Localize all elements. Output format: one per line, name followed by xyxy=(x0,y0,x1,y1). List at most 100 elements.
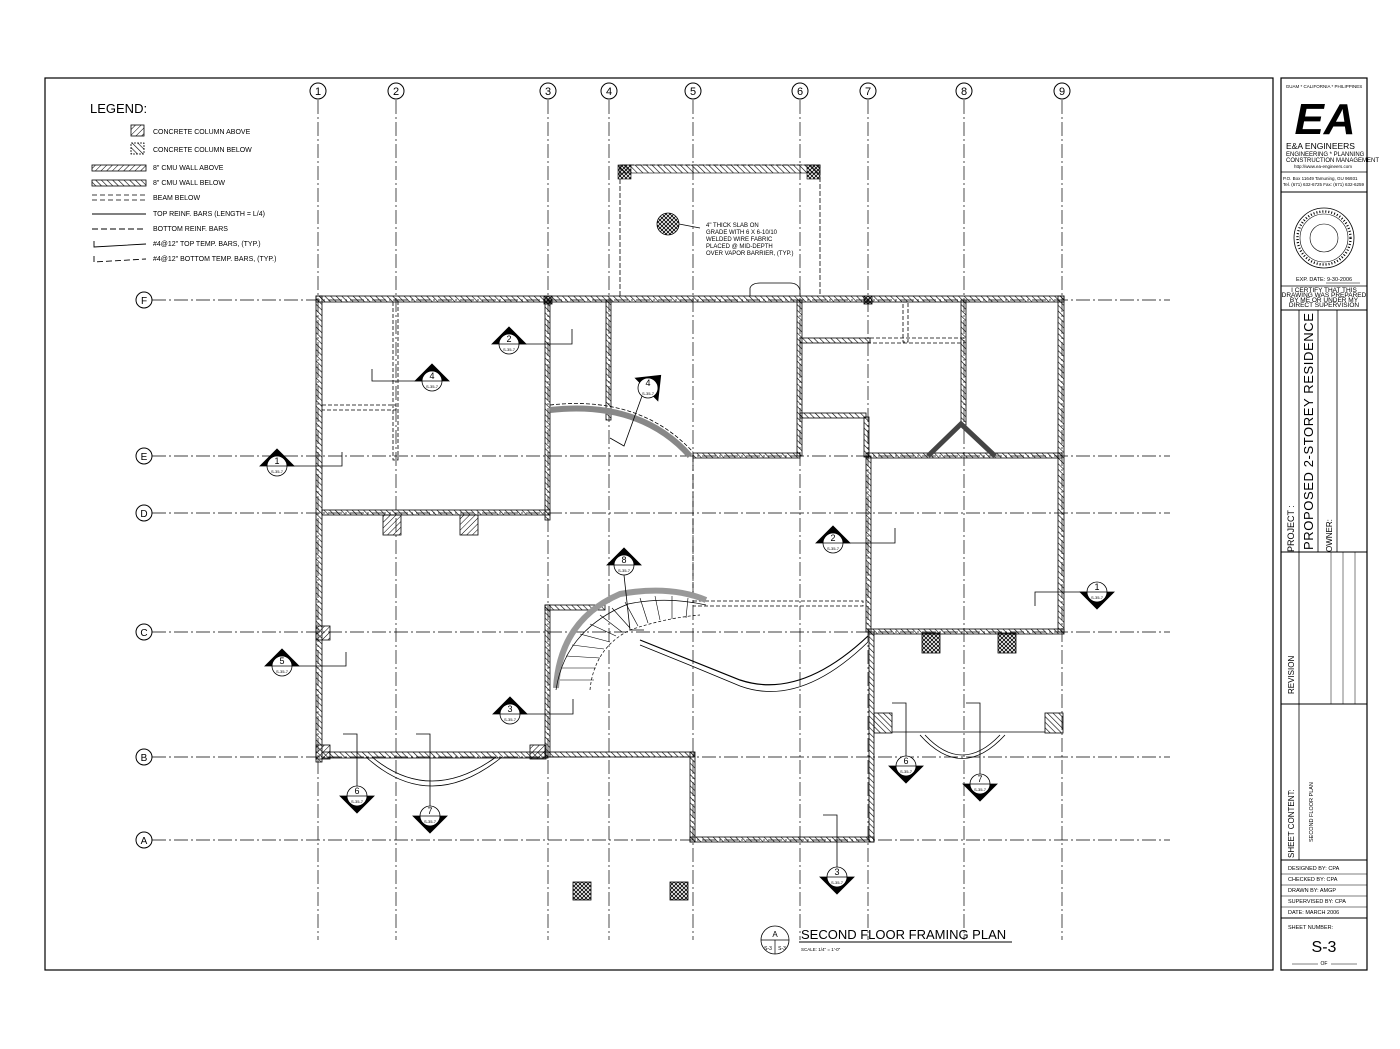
drawing-title: A S-3 S-3 SECOND FLOOR FRAMING PLAN SCAL… xyxy=(760,925,1012,955)
legend-symbol-bottom-temp-bars xyxy=(93,256,147,263)
certification-line: DRAWING WAS PREPARED xyxy=(1282,292,1367,299)
svg-text:9: 9 xyxy=(1059,86,1065,98)
svg-text:S-35-7: S-35-7 xyxy=(504,717,517,722)
grid-bubble-row: F xyxy=(135,291,153,309)
svg-text:A: A xyxy=(141,836,148,847)
legend-symbol-column-above xyxy=(130,124,145,137)
svg-text:1: 1 xyxy=(1094,582,1099,592)
certification-line: I CERTIFY THAT THIS xyxy=(1291,287,1357,294)
svg-text:4: 4 xyxy=(429,371,434,381)
section-marker: 2 S-35-7 xyxy=(815,525,896,554)
column-above xyxy=(382,514,402,536)
drawing-border xyxy=(44,77,1274,971)
legend-symbol-top-temp-bars xyxy=(93,241,147,248)
grid-bubble-row: A xyxy=(135,831,153,849)
legend-label: BEAM BELOW xyxy=(153,195,200,202)
company-logo: EA xyxy=(1290,95,1360,144)
drawing-title-sheet: S-3 xyxy=(778,946,786,952)
section-markers: 2 S-35-7 4 S-35-7 4 S-35-7 1 S-35-7 xyxy=(259,326,1115,895)
grid-bubble-row: D xyxy=(135,504,153,522)
svg-text:8: 8 xyxy=(961,86,967,98)
section-marker: 7 S-35-7 xyxy=(962,702,998,802)
grid-bubbles: 1 2 3 4 5 6 7 8 9 F E D C B A xyxy=(135,82,1071,849)
svg-text:S-35-7: S-35-7 xyxy=(271,469,284,474)
slab-note-line: PLACED @ MID-DEPTH xyxy=(706,244,773,250)
svg-text:S-35-7: S-35-7 xyxy=(974,787,987,792)
section-marker: 3 S-35-7 xyxy=(819,814,855,895)
svg-text:8: 8 xyxy=(621,555,626,565)
svg-text:S-35-7: S-35-7 xyxy=(900,769,913,774)
svg-text:6: 6 xyxy=(354,786,359,796)
svg-text:4: 4 xyxy=(606,86,612,98)
drawing-title-scale: SCALE: 1/4" = 1'-0" xyxy=(801,947,841,952)
svg-text:2: 2 xyxy=(506,334,511,344)
svg-text:B: B xyxy=(141,753,148,764)
svg-text:F: F xyxy=(141,296,147,307)
legend: LEGEND: CONCRETE COLUMN ABOVE CONCRETE C… xyxy=(90,101,276,263)
exp-date: 9-30-2006 xyxy=(1327,277,1352,283)
svg-text:3: 3 xyxy=(507,704,512,714)
company-services: CONSTRUCTION MANAGEMENT xyxy=(1286,158,1379,164)
legend-label: #4@12" TOP TEMP. BARS, (TYP.) xyxy=(153,241,261,248)
slab-note-line: WELDED WIRE FABRIC xyxy=(706,237,773,243)
legend-symbol-wall-above xyxy=(91,164,147,172)
svg-text:5: 5 xyxy=(279,656,284,666)
grid-bubble-column: 2 xyxy=(387,82,405,100)
legend-label: #4@12" BOTTOM TEMP. BARS, (TYP.) xyxy=(153,256,276,263)
section-marker: 5 S-35-7 xyxy=(264,648,347,677)
svg-text:6: 6 xyxy=(797,86,803,98)
legend-label: TOP REINF. BARS (LENGTH = L/4) xyxy=(153,211,265,218)
svg-text:S-35-7: S-35-7 xyxy=(831,880,844,885)
grid-bubble-row: C xyxy=(135,623,153,641)
svg-text:C: C xyxy=(140,628,147,639)
project-label: PROJECT : xyxy=(1286,505,1296,552)
svg-text:7: 7 xyxy=(977,774,982,784)
grid-bubble-column: 9 xyxy=(1053,82,1071,100)
legend-symbol-wall-below xyxy=(91,179,147,187)
svg-text:S-35-7: S-35-7 xyxy=(276,669,289,674)
slab-note-line: OVER VAPOR BARRIER, (TYP.) xyxy=(706,251,793,257)
company-services: ENGINEERING * PLANNING xyxy=(1286,152,1365,158)
legend-label: CONCRETE COLUMN ABOVE xyxy=(153,129,251,136)
svg-text:1: 1 xyxy=(315,86,321,98)
column-below xyxy=(997,632,1017,654)
revision-label: REVISION xyxy=(1287,656,1296,694)
grid-bubble-column: 4 xyxy=(600,82,618,100)
svg-text:1: 1 xyxy=(274,456,279,466)
grid-bubble-column: 7 xyxy=(859,82,877,100)
drawing-title-tag: A xyxy=(772,930,778,939)
section-marker: 4 S-35-7 xyxy=(609,374,662,447)
logo-lettering: EA xyxy=(1294,95,1355,144)
section-marker: 4 S-35-7 xyxy=(371,363,450,392)
svg-text:3: 3 xyxy=(834,867,839,877)
svg-text:2: 2 xyxy=(830,533,835,543)
svg-text:S-35-7: S-35-7 xyxy=(618,568,631,573)
slab-section-symbol xyxy=(656,212,680,236)
svg-text:D: D xyxy=(140,509,147,520)
title-block-border xyxy=(1280,77,1368,971)
section-marker: 2 S-35-7 xyxy=(491,326,573,355)
svg-text:5: 5 xyxy=(690,86,696,98)
of-label: OF xyxy=(1321,961,1328,967)
column-above xyxy=(315,744,331,760)
svg-text:S-35-7: S-35-7 xyxy=(426,384,439,389)
company-name: E&A ENGINEERS xyxy=(1286,141,1355,151)
section-marker: 6 S-35-7 xyxy=(888,702,924,784)
slab-note-line: 4" THICK SLAB ON xyxy=(706,223,759,229)
svg-text:2: 2 xyxy=(393,86,399,98)
certification-line: DIRECT SUPERVISION xyxy=(1289,302,1359,309)
section-marker: 3 S-35-7 xyxy=(492,696,574,725)
svg-text:4: 4 xyxy=(645,378,650,388)
drawn-by: DRAWN BY: AMGP xyxy=(1288,888,1336,894)
column-above xyxy=(315,625,331,641)
legend-symbol-column-below xyxy=(130,142,145,155)
curved-elements xyxy=(365,403,1064,787)
column-above xyxy=(459,514,479,536)
company-locations: GUAM * CALIFORNIA * PHILIPPINES xyxy=(1286,84,1363,89)
section-marker: 1 S-35-7 xyxy=(259,448,343,477)
grid-bubble-column: 3 xyxy=(539,82,557,100)
sheet-number-label: SHEET NUMBER: xyxy=(1288,925,1334,931)
exp-date-label: EXP. DATE: xyxy=(1296,277,1326,283)
engineer-seal xyxy=(1293,207,1355,269)
